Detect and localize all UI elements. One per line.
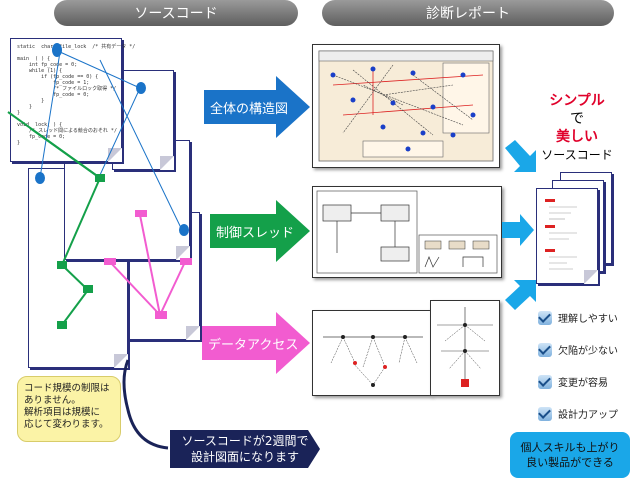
note-line-4: 応じて変わります。 — [24, 419, 109, 430]
data-access-report — [312, 310, 432, 396]
check-item-4: 設計力アップ — [538, 406, 618, 421]
caption-simple: シンプル — [549, 93, 605, 109]
data-access-arrow: データアクセス — [202, 312, 310, 374]
structure-report — [312, 44, 500, 168]
banner-line-1: ソースコードが2週間で — [181, 434, 309, 448]
thread-report — [312, 186, 502, 278]
check-icon — [538, 342, 552, 357]
check-label-1: 理解しやすい — [558, 314, 618, 325]
check-icon — [538, 374, 552, 389]
banner-line-2: 設計図面になります — [190, 450, 299, 464]
data-access-label: データアクセス — [208, 337, 299, 353]
skill-bubble: 個人スキルも上がり 良い製品ができる — [510, 432, 630, 478]
result-page-1 — [536, 188, 598, 284]
bubble-line-2: 良い製品ができる — [526, 456, 614, 469]
check-label-2: 欠陥が少ない — [558, 346, 618, 357]
note-line-3: 解析項目は規模に — [24, 407, 101, 418]
report-header: 診断レポート — [322, 0, 614, 26]
check-icon — [538, 310, 552, 325]
note-line-2: ありません。 — [24, 395, 81, 406]
two-weeks-banner: ソースコードが2週間で 設計図面になります — [170, 430, 320, 468]
thread-label: 制御スレッド — [216, 225, 295, 241]
simple-beautiful-caption: シンプル で 美しい ソースコード — [532, 92, 622, 164]
structure-label: 全体の構造図 — [210, 101, 289, 117]
check-item-3: 変更が容易 — [538, 374, 608, 389]
caption-de: で — [570, 111, 584, 127]
source-code-header: ソースコード — [54, 0, 298, 26]
bubble-line-1: 個人スキルも上がり — [520, 441, 620, 454]
check-label-4: 設計力アップ — [558, 410, 618, 421]
caption-source-code: ソースコード — [541, 148, 613, 162]
check-item-1: 理解しやすい — [538, 310, 618, 325]
code-page-1: static char file_lock /* 共有データ */ main (… — [10, 38, 135, 162]
structure-arrow: 全体の構造図 — [204, 76, 310, 138]
check-icon — [538, 406, 552, 421]
note-line-1: コード規模の制限は — [24, 383, 110, 394]
scale-note: コード規模の制限は ありません。 解析項目は規模に 応じて変わります。 — [17, 376, 121, 442]
thread-arrow: 制御スレッド — [210, 200, 310, 262]
data-access-report-2 — [430, 300, 500, 396]
check-label-3: 変更が容易 — [558, 378, 608, 389]
code-snippet: static char file_lock /* 共有データ */ main (… — [17, 44, 136, 146]
check-item-2: 欠陥が少ない — [538, 342, 618, 357]
caption-beautiful: 美しい — [556, 129, 598, 145]
